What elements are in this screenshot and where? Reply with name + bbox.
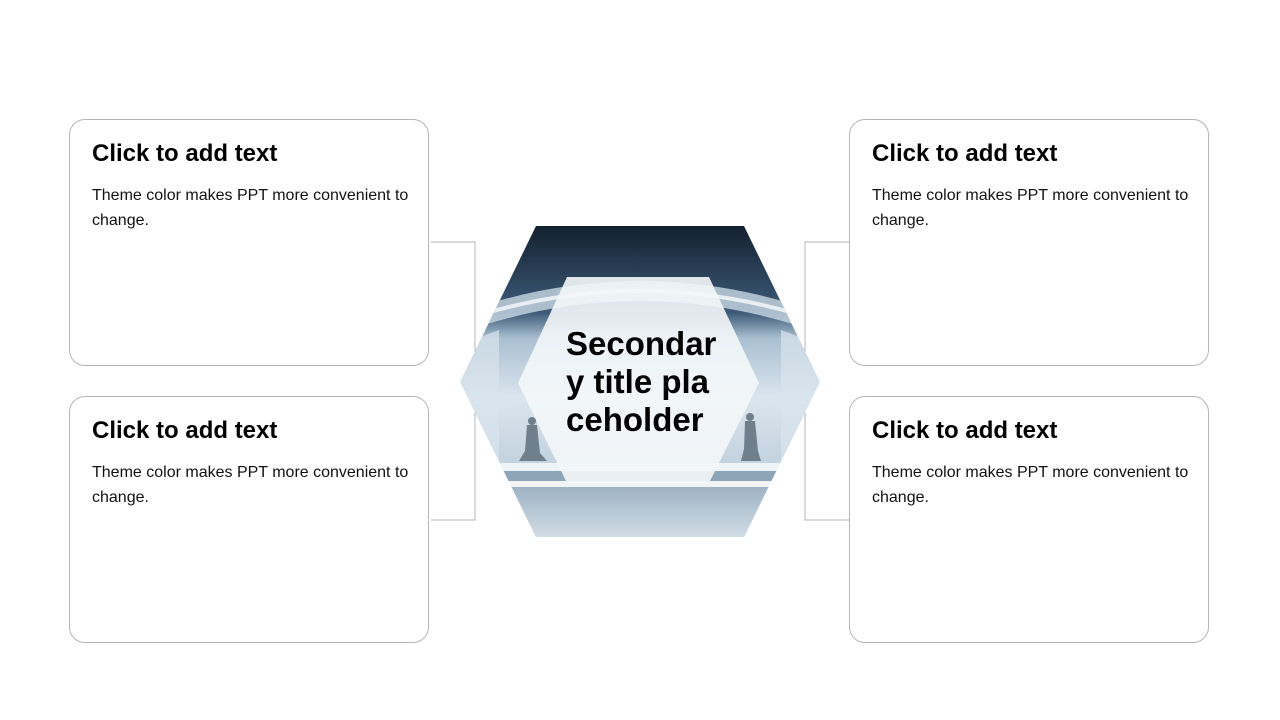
card-title[interactable]: Click to add text xyxy=(92,140,278,167)
card-body[interactable]: Theme color makes PPT more convenient to… xyxy=(872,187,1189,229)
text-card-bottom-right[interactable]: Click to add text Theme color makes PPT … xyxy=(849,396,1209,643)
card-title[interactable]: Click to add text xyxy=(872,417,1058,444)
center-hexagon-image xyxy=(460,226,820,537)
card-body[interactable]: Theme color makes PPT more convenient to… xyxy=(872,464,1189,506)
text-card-top-right[interactable]: Click to add text Theme color makes PPT … xyxy=(849,119,1209,366)
text-card-bottom-left[interactable]: Click to add text Theme color makes PPT … xyxy=(69,396,429,643)
center-title[interactable]: Secondar y title pla ceholder xyxy=(566,325,717,438)
text-card-top-left[interactable]: Click to add text Theme color makes PPT … xyxy=(69,119,429,366)
card-title[interactable]: Click to add text xyxy=(872,140,1058,167)
card-body[interactable]: Theme color makes PPT more convenient to… xyxy=(92,187,409,229)
card-title[interactable]: Click to add text xyxy=(92,417,278,444)
card-body[interactable]: Theme color makes PPT more convenient to… xyxy=(92,464,409,506)
